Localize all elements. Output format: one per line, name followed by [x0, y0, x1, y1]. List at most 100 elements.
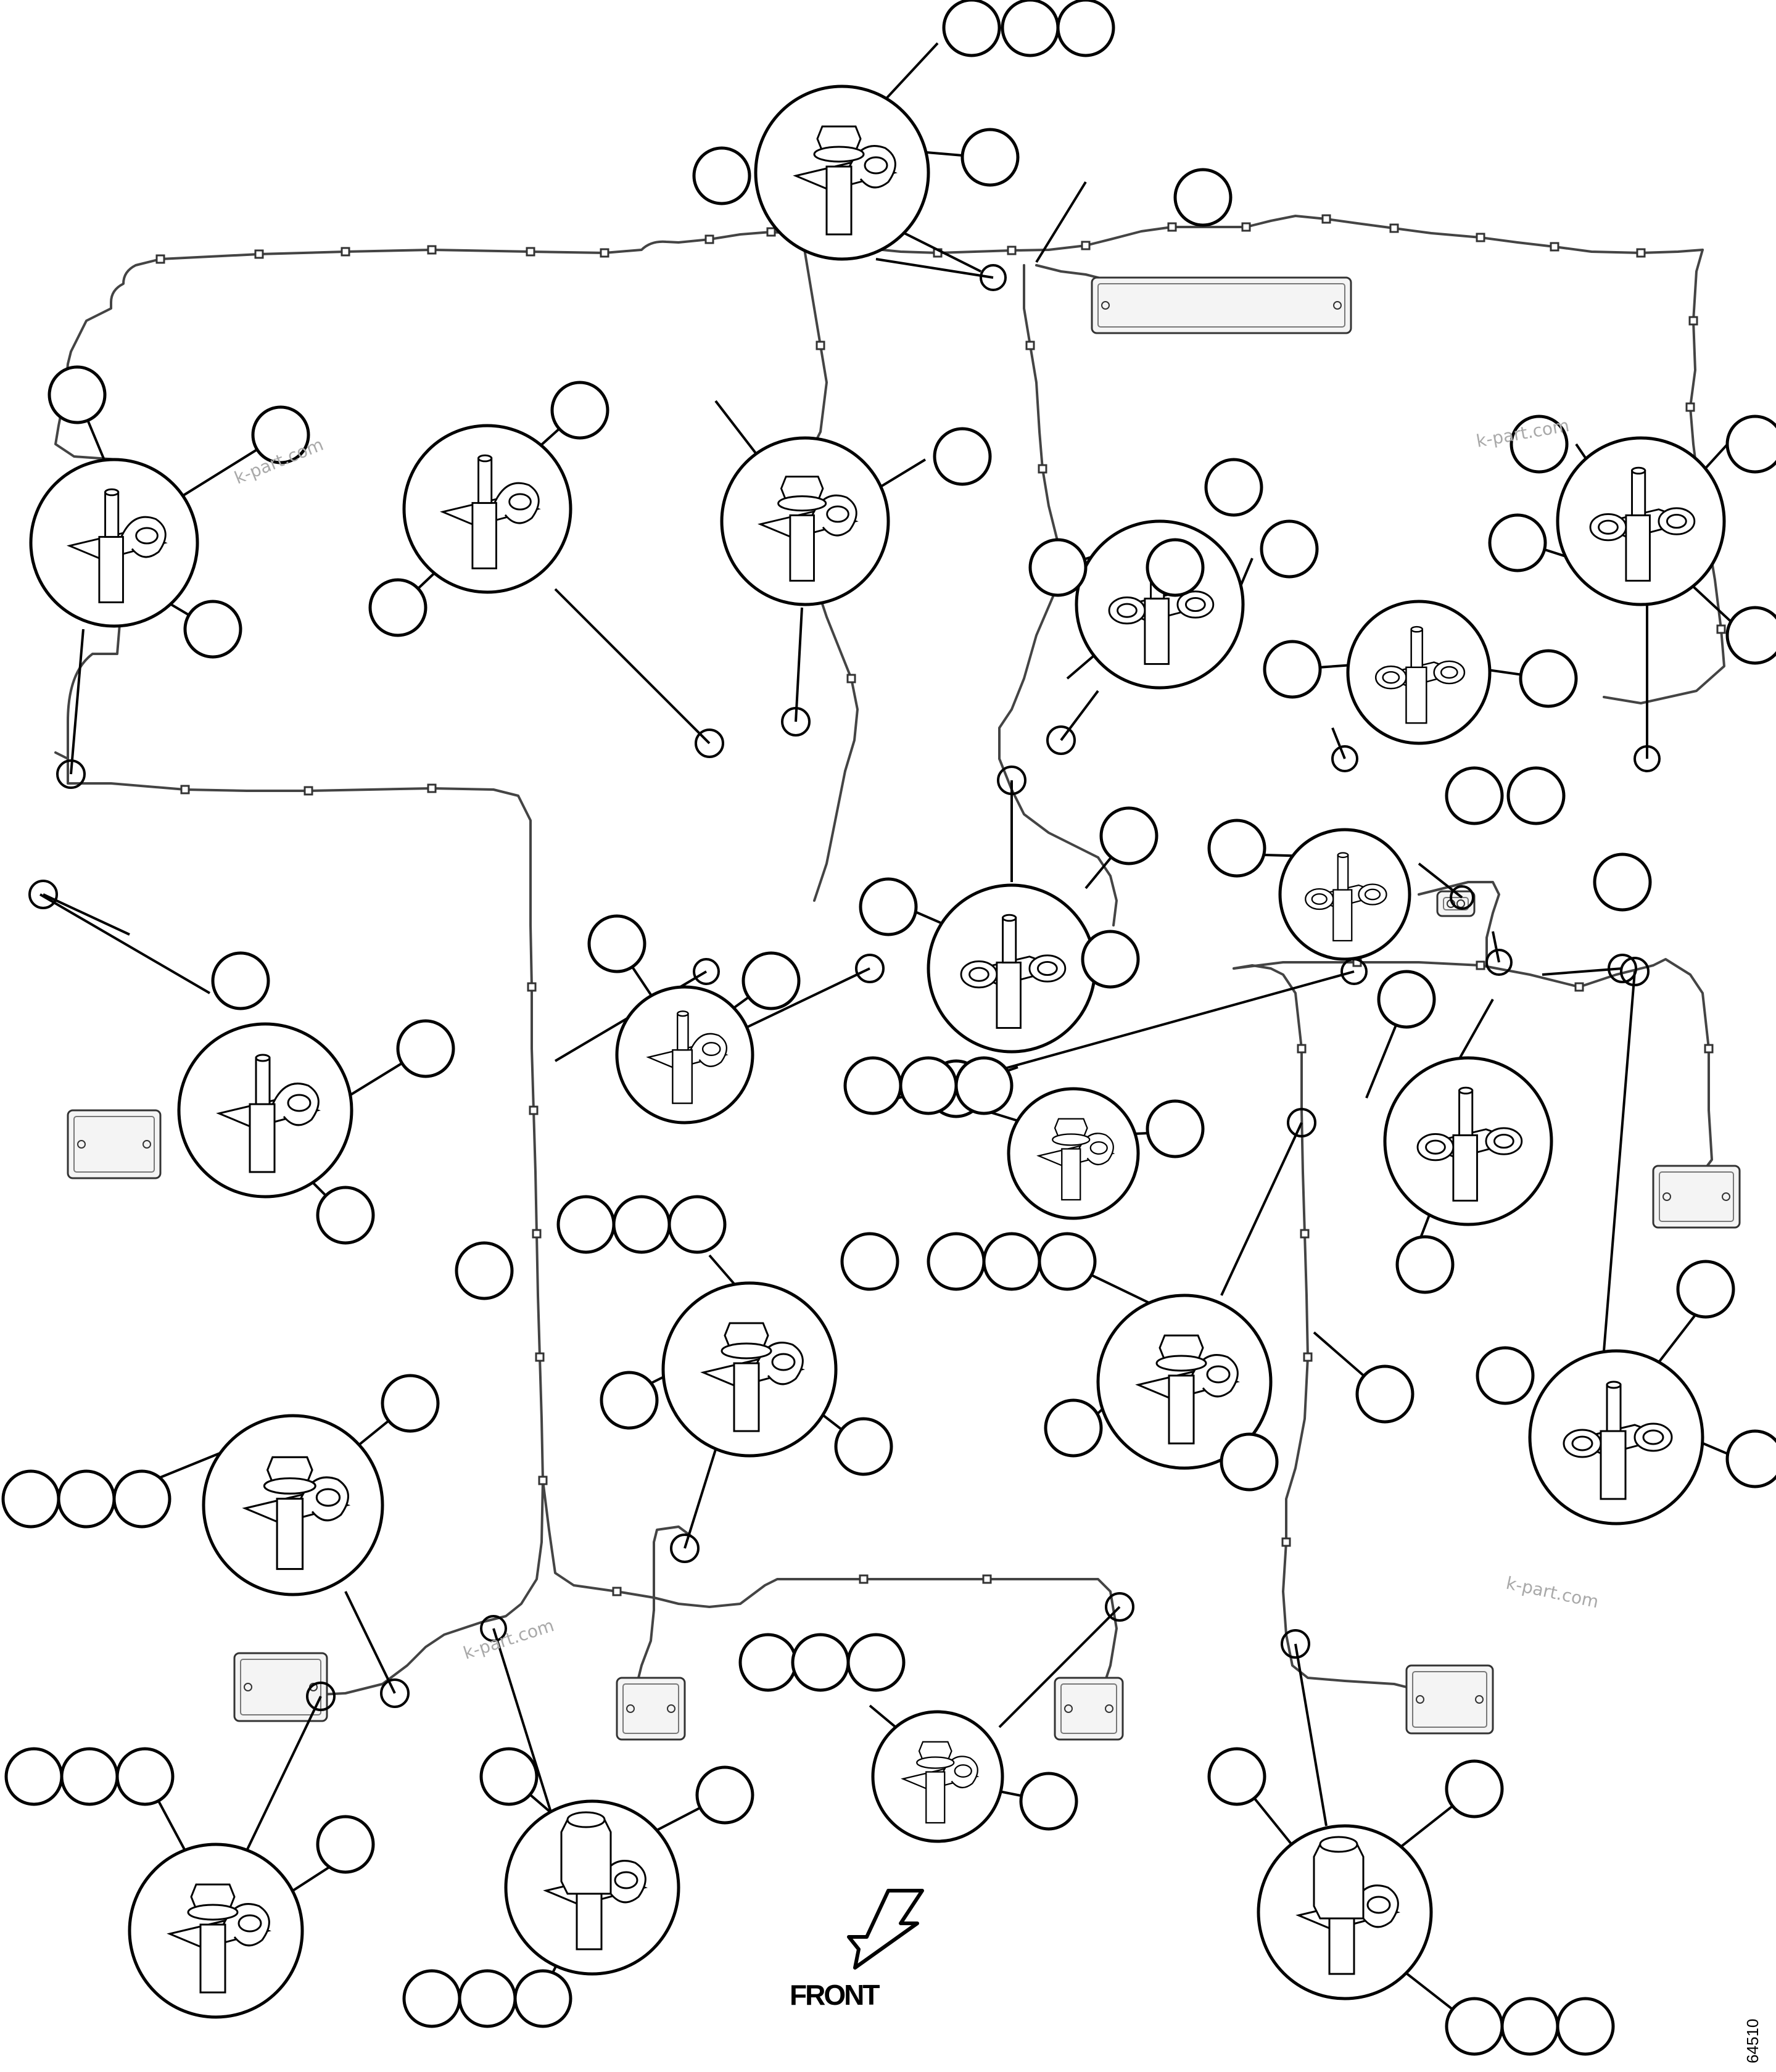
- callout-balloon: [1476, 1346, 1535, 1405]
- location-marker: [997, 766, 1026, 795]
- detail-view: [720, 436, 890, 606]
- harness-clip: [612, 1587, 622, 1596]
- location-marker: [1281, 1629, 1310, 1659]
- detail-view: [202, 1414, 384, 1596]
- callout-balloon: [600, 1371, 659, 1430]
- callout-balloon: [1593, 852, 1652, 912]
- callout-balloon: [1, 1469, 60, 1529]
- callout-balloon: [368, 578, 427, 637]
- location-marker: [781, 707, 811, 737]
- harness-clip: [427, 783, 437, 793]
- callout-balloon: [1146, 1099, 1205, 1158]
- wire-harness: [54, 215, 1725, 1696]
- callout-balloon: [57, 1469, 116, 1529]
- callout-balloon: [381, 1374, 440, 1433]
- clip-detail-views: [29, 85, 1726, 2019]
- callout-balloon: [846, 1633, 906, 1692]
- harness-clip: [1389, 223, 1399, 233]
- leader-line: [1035, 181, 1087, 263]
- callout-balloon: [1001, 0, 1060, 57]
- detail-link-line: [1492, 931, 1500, 963]
- harness-clip: [1081, 241, 1091, 250]
- detail-view: [1528, 1349, 1704, 1525]
- callout-balloon: [1500, 1997, 1559, 2056]
- callout-balloon: [960, 128, 1020, 187]
- callout-balloon: [834, 1417, 893, 1476]
- right-side-lamp: [1652, 1165, 1741, 1229]
- harness-clip: [1476, 960, 1485, 970]
- detail-view: [128, 1843, 304, 2019]
- callout-balloon: [692, 146, 751, 205]
- harness-clip: [1303, 1352, 1313, 1362]
- callout-balloon: [1355, 1364, 1415, 1424]
- location-marker: [1620, 957, 1650, 986]
- detail-link-line: [39, 893, 211, 994]
- detail-view: [1007, 1087, 1140, 1220]
- harness-clip: [766, 227, 776, 237]
- location-marker: [1331, 745, 1358, 772]
- detail-link-line: [1220, 1122, 1303, 1296]
- detail-view: [1383, 1056, 1553, 1226]
- callout-balloon: [1510, 415, 1569, 474]
- harness-clip: [1297, 1044, 1307, 1054]
- callout-balloon: [4, 1747, 64, 1806]
- harness-clip: [1685, 402, 1695, 412]
- callout-balloon: [47, 365, 107, 424]
- callout-balloon: [1725, 415, 1776, 474]
- front-direction-arrow: FRONT: [790, 1889, 924, 2011]
- callout-balloon: [316, 1186, 375, 1245]
- callout-balloon: [1519, 649, 1578, 708]
- location-marker: [1634, 745, 1661, 772]
- figure-number: 64510: [1743, 2019, 1762, 2063]
- callout-balloon: [1207, 1747, 1266, 1806]
- callout-balloon: [1019, 1772, 1078, 1831]
- callout-balloon: [1056, 0, 1115, 57]
- watermark-3: k-part.com: [1505, 1573, 1601, 1612]
- callout-balloon: [455, 1241, 514, 1300]
- detail-link-line: [998, 1606, 1121, 1728]
- callout-balloon: [183, 600, 242, 659]
- detail-link-line: [246, 1696, 322, 1851]
- harness-run: [54, 751, 544, 1696]
- callout-balloon: [556, 1195, 616, 1254]
- harness-run: [998, 757, 1099, 859]
- center-left-work-lamp: [616, 1677, 686, 1741]
- detail-link-line: [70, 629, 85, 775]
- harness-clip: [304, 786, 313, 796]
- detail-link-line: [554, 588, 711, 745]
- harness-clip: [1281, 1537, 1291, 1547]
- callout-balloon: [587, 914, 646, 973]
- harness-clip: [1688, 316, 1698, 326]
- harness-clip: [527, 982, 537, 992]
- callout-balloon: [741, 951, 801, 1010]
- detail-link-line: [43, 893, 130, 936]
- location-marker: [670, 1533, 700, 1563]
- harness-clip: [1007, 246, 1017, 255]
- detail-view: [1556, 436, 1726, 606]
- detail-view: [1096, 1294, 1273, 1470]
- callout-balloon: [1081, 930, 1140, 989]
- location-marker: [306, 1682, 336, 1711]
- harness-clip: [1476, 233, 1485, 242]
- harness-run: [1097, 856, 1118, 927]
- callout-balloon: [1173, 168, 1233, 227]
- callout-balloon: [933, 427, 992, 486]
- location-marker: [1046, 725, 1076, 755]
- harness-clip: [1300, 1229, 1310, 1239]
- harness-clip: [1321, 214, 1331, 224]
- harness-clip: [816, 341, 825, 350]
- location-marker: [1608, 954, 1637, 983]
- detail-link-line: [875, 258, 994, 279]
- harness-run: [1233, 964, 1420, 1691]
- callout-balloon: [251, 405, 310, 464]
- detail-view: [402, 424, 572, 594]
- detail-view: [661, 1281, 838, 1458]
- callout-balloon: [211, 951, 270, 1010]
- callout-balloon: [513, 1969, 572, 2028]
- location-marker: [1287, 1108, 1316, 1137]
- harness-clip: [1716, 624, 1726, 634]
- callout-balloon: [1445, 1759, 1504, 1818]
- callout-balloon: [1260, 519, 1319, 579]
- callout-balloon: [1028, 538, 1088, 597]
